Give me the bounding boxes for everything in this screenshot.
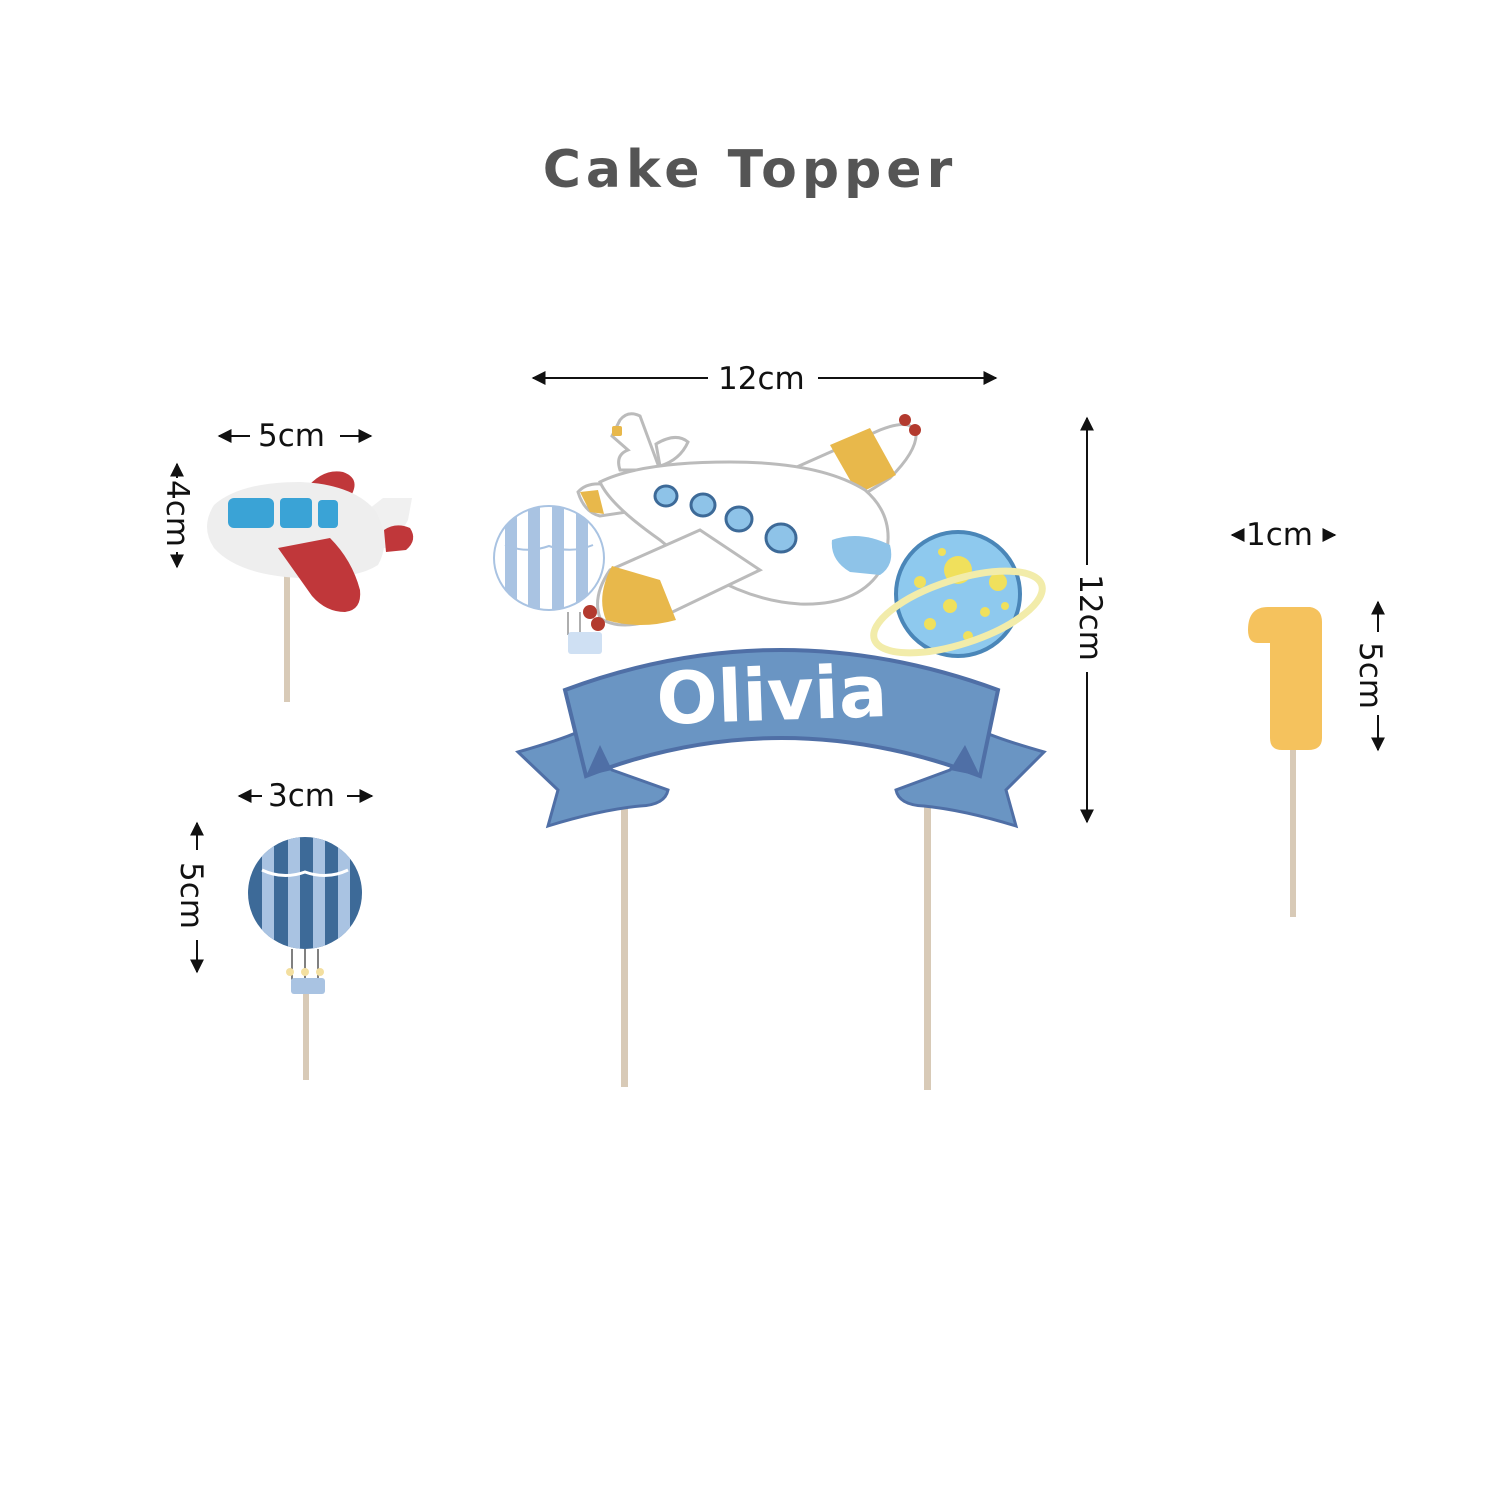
main-balloon [493,505,605,654]
plane-window-1 [228,498,274,528]
main-stick-right [924,790,931,1090]
main-width-label: 12cm [718,361,805,397]
plane-bottom-wing [278,538,361,612]
plane-stick [284,570,290,702]
small-plane-topper [207,471,414,702]
plane-window-3 [318,500,338,528]
small-balloon-topper [248,837,362,1080]
one-digit [1248,607,1322,750]
balloon-stick [303,990,309,1080]
banner-name: Olivia [655,649,889,741]
one-width-label: 1cm [1246,517,1313,553]
number-one-topper [1248,607,1322,917]
main-stick-left [621,790,628,1087]
balloon-width-label: 3cm [268,778,335,814]
one-stick [1290,745,1296,917]
plane-width-label: 5cm [258,418,325,454]
main-planet [870,530,1046,658]
main-airplane [576,412,921,631]
balloon-basket [291,978,325,994]
name-banner [515,648,1047,829]
plane-tail-wing [384,525,414,552]
main-topper: Olivia [493,412,1047,1090]
page-title: Cake Topper [542,140,958,200]
plane-window-2 [280,498,312,528]
